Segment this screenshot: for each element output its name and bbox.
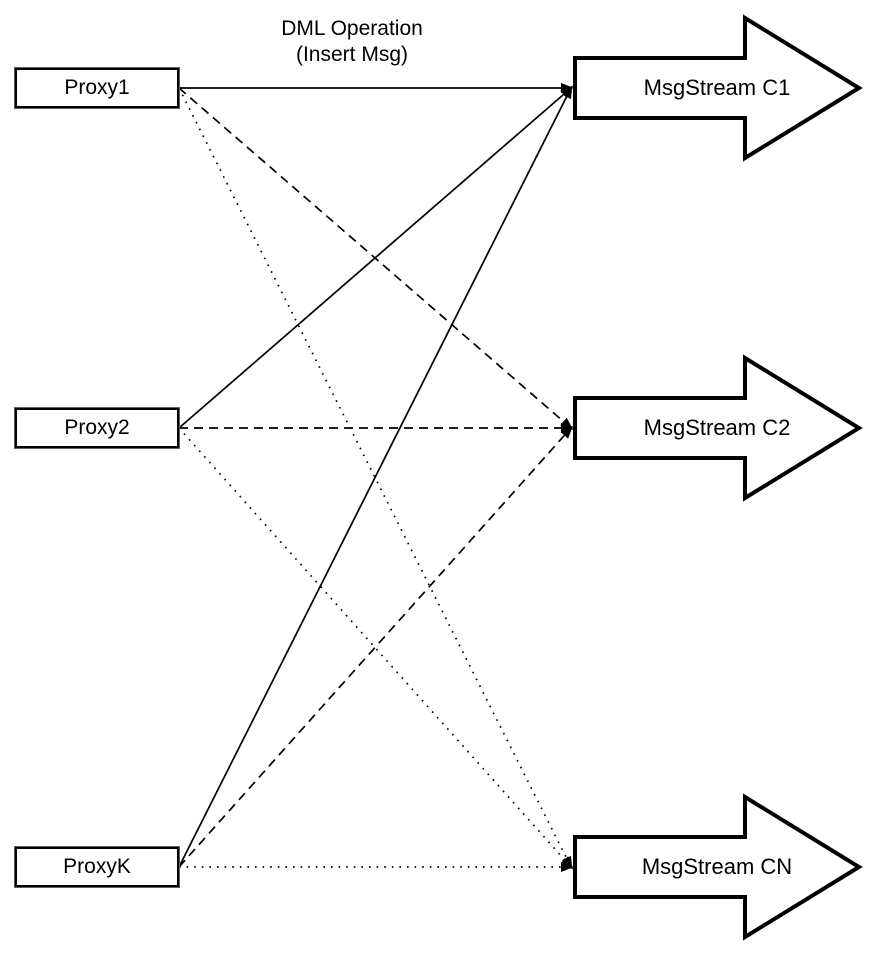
- edge-proxyk-to-c2-dashed: [178, 425, 573, 868]
- msgstream-c2-label: MsgStream C2: [643, 415, 791, 440]
- msgstream-arrow-shape-c1: [573, 14, 863, 162]
- node-proxy2: Proxy2: [14, 407, 180, 449]
- edge-proxy1-to-c2-dashed: [178, 87, 574, 430]
- edge-proxy1-to-cn-dotted: [178, 87, 573, 870]
- edge-proxyk-to-c1-solid: [178, 85, 573, 868]
- edge-label-line2: (Insert Msg): [295, 43, 408, 66]
- msgstream-c1-label: MsgStream C1: [643, 75, 791, 100]
- node-proxy1: Proxy1: [14, 67, 180, 109]
- edge-label-line1: DML Operation: [281, 17, 423, 40]
- node-proxy1-label: Proxy1: [64, 76, 130, 99]
- node-proxyk: ProxyK: [14, 846, 180, 888]
- node-proxy2-label: Proxy2: [64, 416, 130, 439]
- msgstream-arrow-shape-c2: [573, 354, 863, 502]
- node-proxyk-label: ProxyK: [63, 855, 131, 878]
- msgstream-arrow-shape-cn: [573, 793, 863, 941]
- msgstream-cn-label: MsgStream CN: [641, 854, 793, 879]
- edge-label-dml-operation: DML Operation (Insert Msg): [242, 16, 462, 68]
- connector-edges: [178, 83, 574, 872]
- msgstream-arrow-shapes: [573, 14, 863, 941]
